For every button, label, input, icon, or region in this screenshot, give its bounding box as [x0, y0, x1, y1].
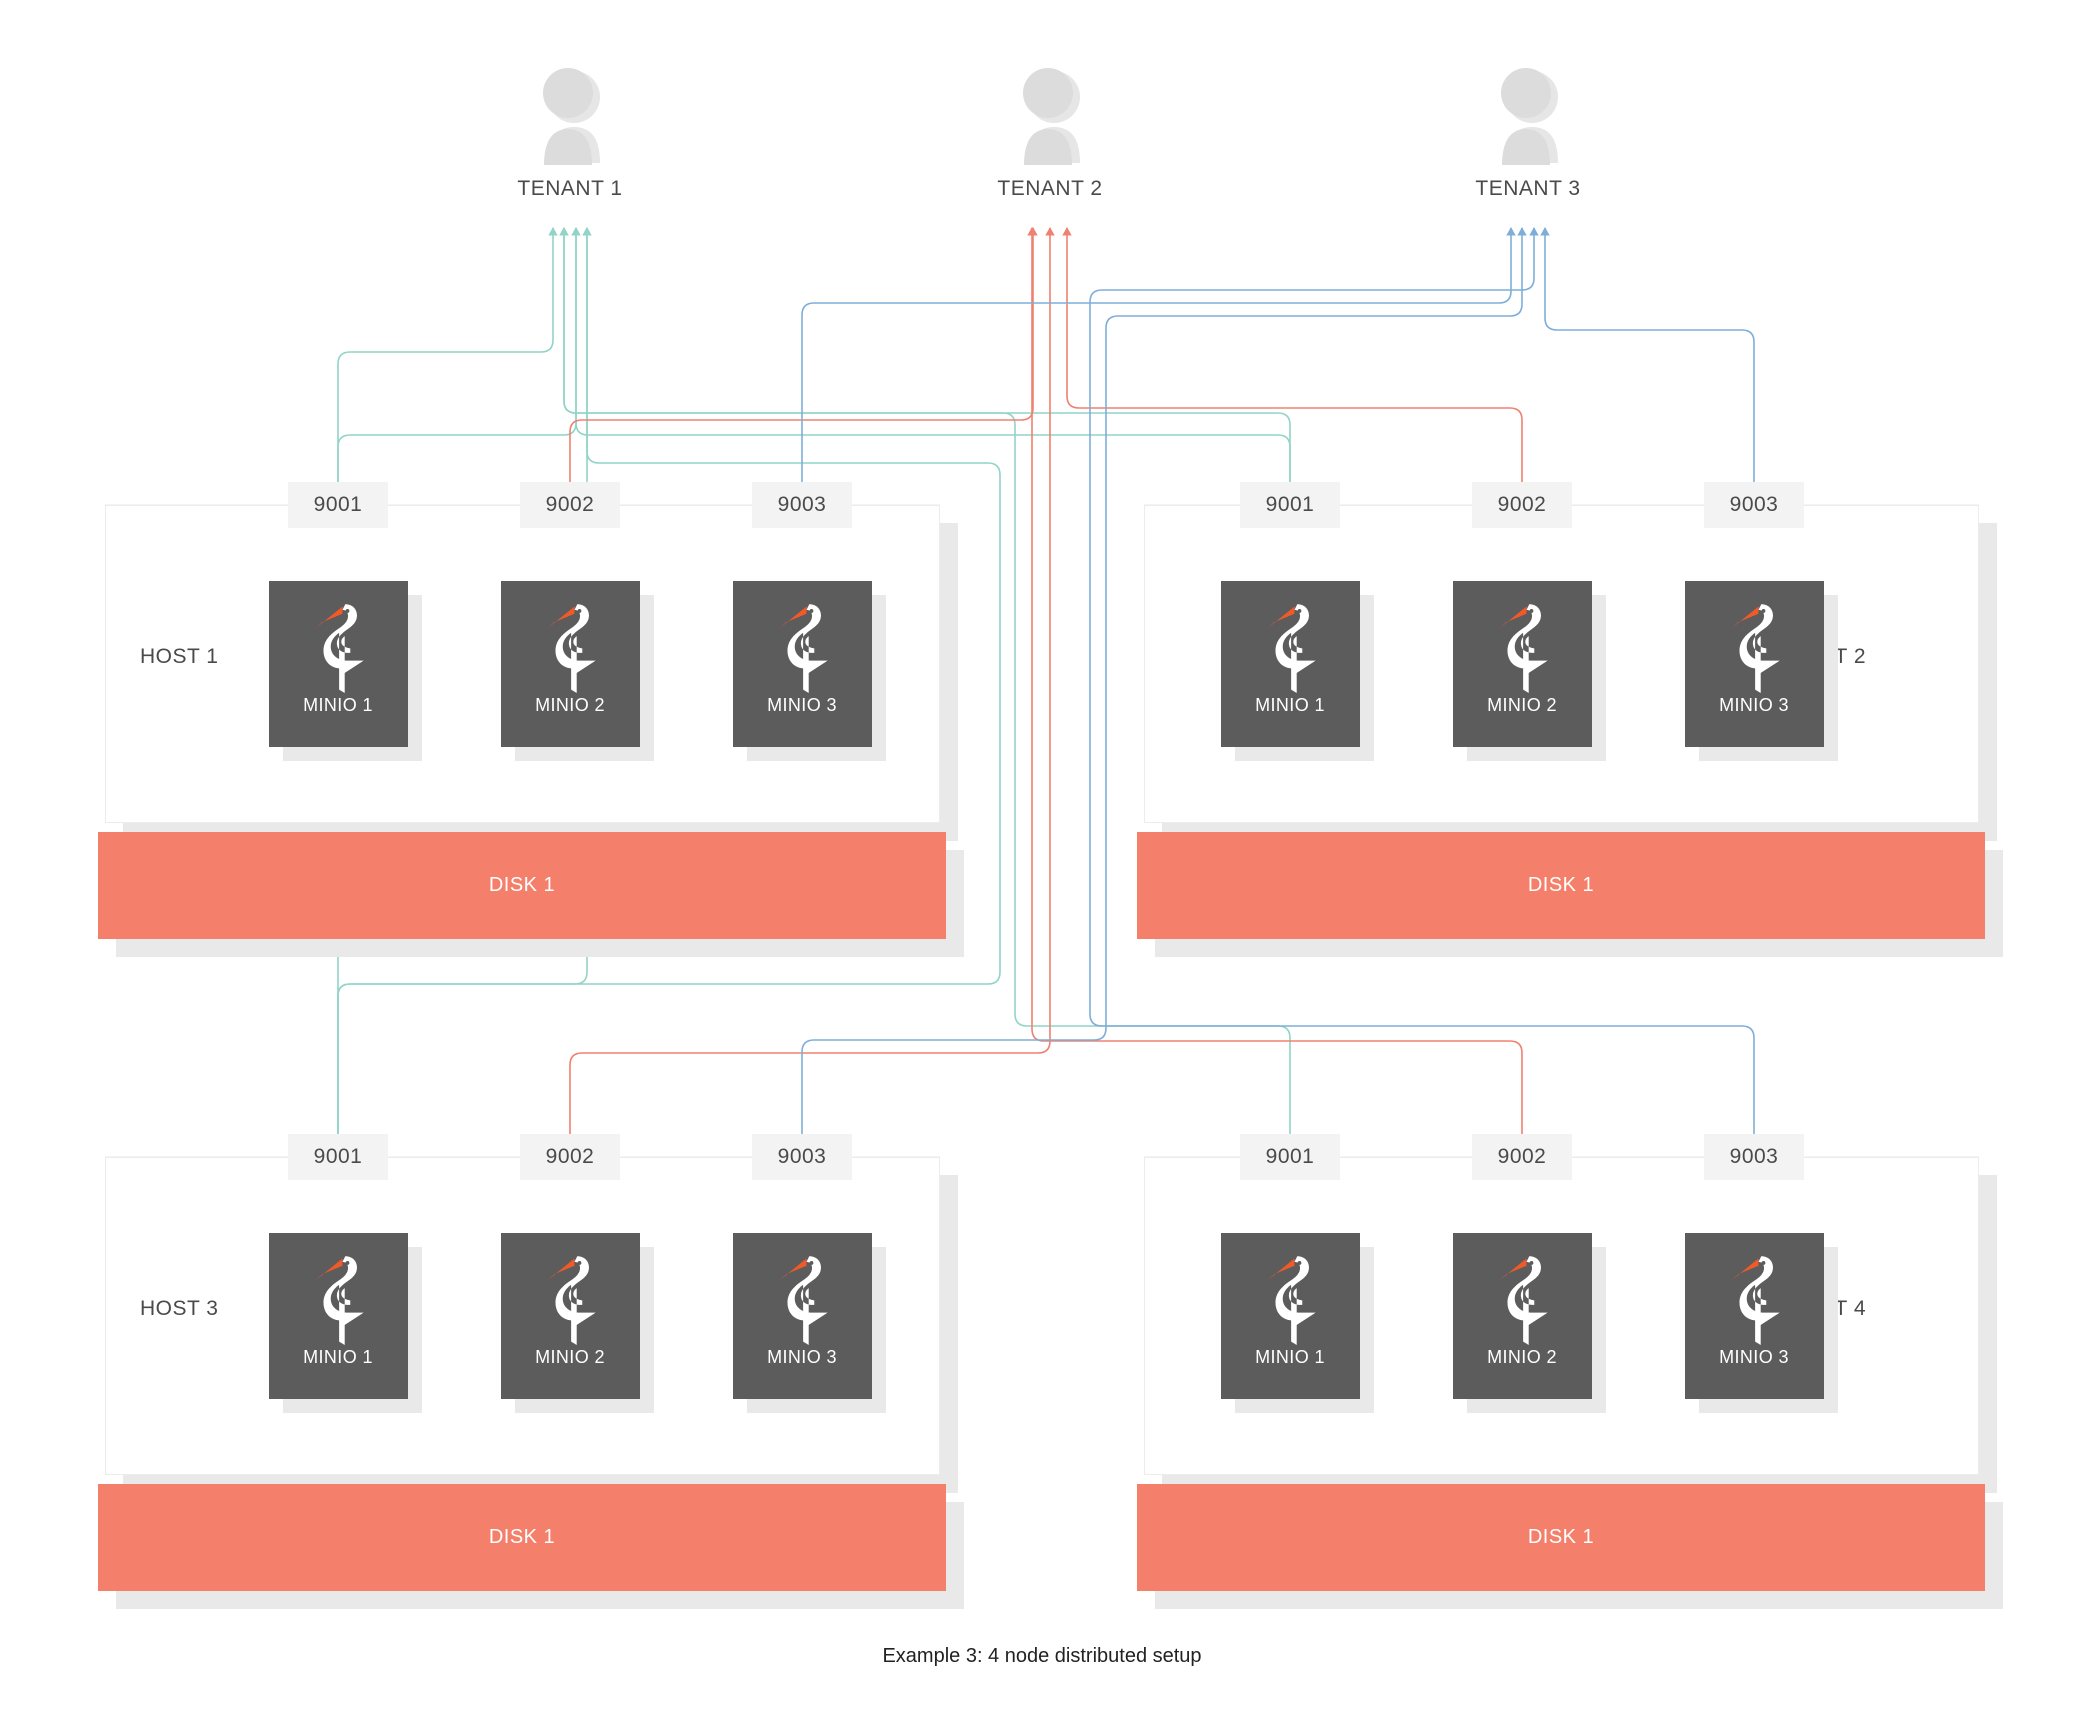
minio-node-label: MINIO 2 [535, 695, 605, 715]
port-chip[interactable]: 9002 [1472, 482, 1572, 528]
minio-bird-icon [547, 604, 596, 693]
port-chip[interactable]: 9003 [752, 1134, 852, 1180]
minio-bird-icon [1267, 604, 1316, 693]
minio-node-label: MINIO 1 [1255, 1347, 1325, 1367]
disk-label: DISK 1 [1527, 874, 1595, 896]
tenant-avatar-icon [470, 55, 670, 165]
minio-bird-icon [315, 604, 364, 693]
minio-bird-icon [315, 1256, 364, 1345]
minio-bird-icon [547, 1256, 596, 1345]
port-chip[interactable]: 9002 [520, 482, 620, 528]
disk-block: DISK 1 [1137, 1484, 1985, 1591]
minio-bird-icon [1499, 604, 1548, 693]
tenant3-host1-wire [801, 227, 1516, 482]
minio-bird-icon [1499, 1256, 1548, 1345]
minio-node-label: MINIO 3 [1719, 1347, 1789, 1367]
port-chip[interactable]: 9001 [288, 482, 388, 528]
minio-node[interactable]: MINIO 2 [500, 581, 640, 747]
minio-node[interactable]: MINIO 1 [268, 1233, 408, 1399]
port-chip[interactable]: 9003 [1704, 1134, 1804, 1180]
tenant2-host3-wire [569, 227, 1055, 1134]
port-chip[interactable]: 9001 [288, 1134, 388, 1180]
minio-node[interactable]: MINIO 1 [268, 581, 408, 747]
tenant1-host2-wire [559, 227, 1291, 482]
host-label: HOST 1 [140, 645, 219, 668]
tenant-label: TENANT 2 [997, 177, 1103, 200]
tenant3-host4-wire [1089, 227, 1755, 1134]
minio-node-label: MINIO 2 [535, 1347, 605, 1367]
port-chip[interactable]: 9002 [1472, 1134, 1572, 1180]
tenant1-host1-wire [337, 227, 558, 482]
port-chip[interactable]: 9001 [1240, 482, 1340, 528]
minio-node-label: MINIO 1 [1255, 695, 1325, 715]
tenant1-host4-wire [559, 227, 1291, 1134]
minio-node[interactable]: MINIO 3 [1684, 1233, 1824, 1399]
figure-caption: Example 3: 4 node distributed setup [882, 1645, 1202, 1667]
disk-block: DISK 1 [98, 1484, 946, 1591]
tenant-3: TENANT 3 [1428, 55, 1628, 201]
tenant1-host2-wire [571, 227, 1291, 482]
port-chip[interactable]: 9003 [752, 482, 852, 528]
disk-label: DISK 1 [488, 874, 556, 896]
minio-node[interactable]: MINIO 2 [1452, 581, 1592, 747]
minio-node[interactable]: MINIO 1 [1220, 581, 1360, 747]
minio-bird-icon [779, 1256, 828, 1345]
minio-bird-icon [1731, 1256, 1780, 1345]
port-chip[interactable]: 9003 [1704, 482, 1804, 528]
minio-bird-icon [1731, 604, 1780, 693]
disk-label: DISK 1 [488, 1526, 556, 1548]
tenant1-host3-wire [337, 227, 581, 1134]
disk-block: DISK 1 [1137, 832, 1985, 939]
minio-node[interactable]: MINIO 2 [1452, 1233, 1592, 1399]
minio-bird-icon [1267, 1256, 1316, 1345]
tenant2-host4-wire [1027, 227, 1523, 1134]
host-label: HOST 3 [140, 1297, 219, 1320]
minio-node[interactable]: MINIO 3 [732, 581, 872, 747]
disk-label: DISK 1 [1527, 1526, 1595, 1548]
minio-node-label: MINIO 3 [1719, 695, 1789, 715]
disk-block: DISK 1 [98, 832, 946, 939]
minio-node-label: MINIO 1 [303, 1347, 373, 1367]
tenant-label: TENANT 3 [1475, 177, 1581, 200]
tenant-avatar-icon [950, 55, 1150, 165]
minio-node-label: MINIO 2 [1487, 695, 1557, 715]
minio-bird-icon [779, 604, 828, 693]
port-chip[interactable]: 9002 [520, 1134, 620, 1180]
minio-node-label: MINIO 2 [1487, 1347, 1557, 1367]
minio-node-label: MINIO 1 [303, 695, 373, 715]
minio-node[interactable]: MINIO 1 [1220, 1233, 1360, 1399]
minio-node-label: MINIO 3 [767, 1347, 837, 1367]
minio-node[interactable]: MINIO 3 [732, 1233, 872, 1399]
port-chip[interactable]: 9001 [1240, 1134, 1340, 1180]
tenant-avatar-icon [1428, 55, 1628, 165]
tenant1-host3-wire [337, 227, 1001, 1134]
tenant2-host2-wire [1062, 227, 1523, 482]
minio-node[interactable]: MINIO 3 [1684, 581, 1824, 747]
tenant3-host2-wire [1540, 227, 1755, 482]
minio-node[interactable]: MINIO 2 [500, 1233, 640, 1399]
tenant-1: TENANT 1 [470, 55, 670, 201]
tenant-label: TENANT 1 [517, 177, 623, 200]
tenant3-host3-wire [801, 227, 1527, 1134]
minio-node-label: MINIO 3 [767, 695, 837, 715]
tenant-2: TENANT 2 [950, 55, 1150, 201]
